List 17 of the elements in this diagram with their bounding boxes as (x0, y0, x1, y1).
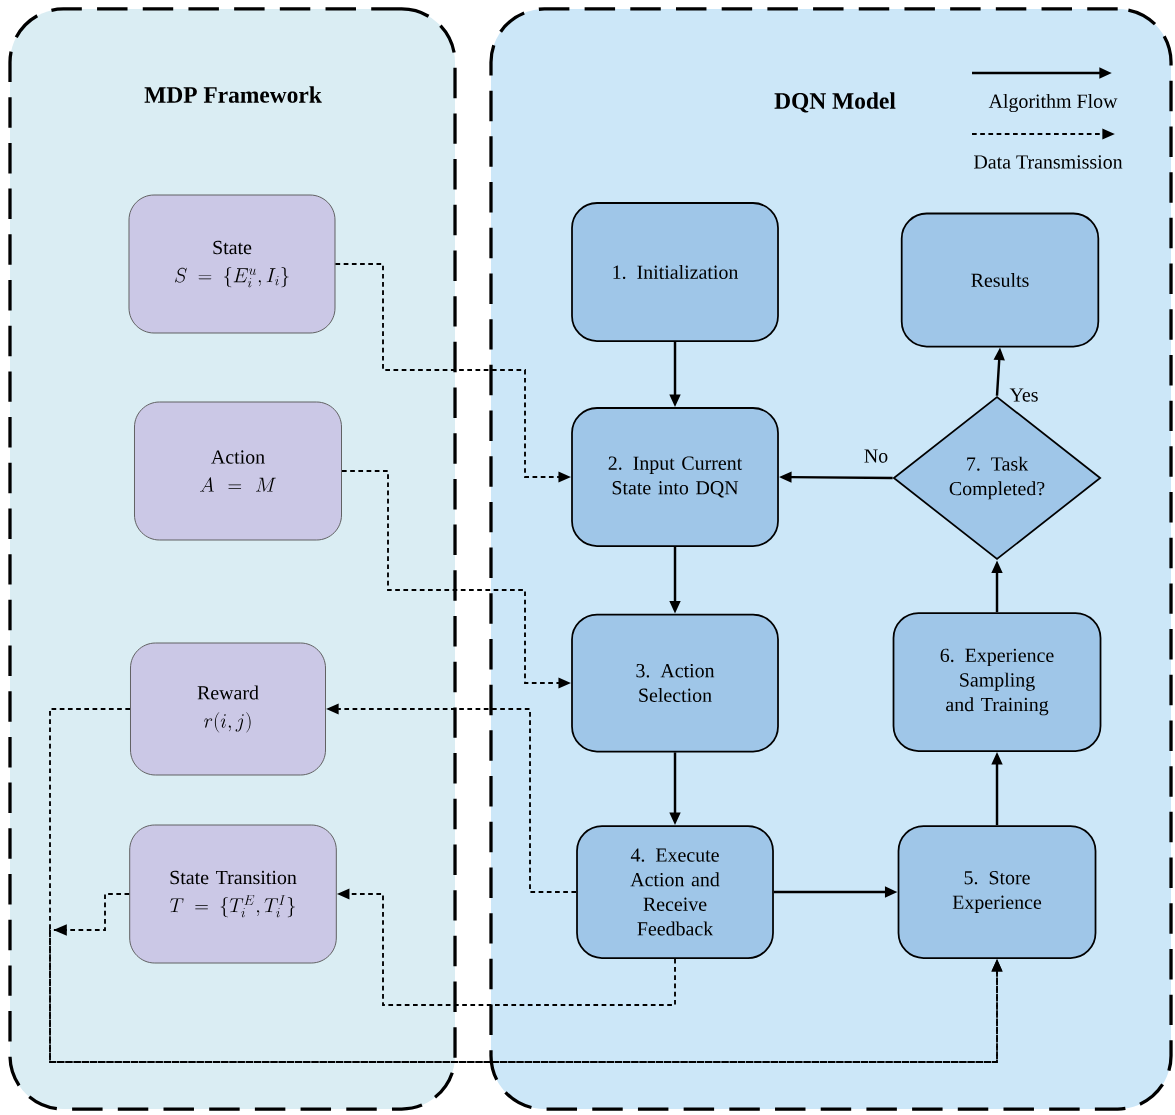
process-box: State $S=\{E_i^u, I_i\}$ (128, 194, 336, 334)
process-box: 2. Input Current State into DQN (571, 407, 779, 547)
legend-label: Algorithm Flow (988, 93, 1118, 113)
process-box: Results (900, 212, 1100, 348)
process-box: 3. Action Selection (571, 613, 779, 753)
edge-label: No (862, 448, 890, 464)
process-box: State Transition $T=\{T_i^E, T_i^I\}$ (129, 824, 337, 964)
process-box: Action $A=M$ (134, 401, 342, 541)
process-box: 6. Experience Sampling and Training (892, 612, 1102, 752)
process-box: 4. Execute Action and Receive Feedback (576, 825, 774, 959)
legend-label: Data Transmission (974, 155, 1123, 169)
panel-title: MDP Framework (144, 86, 322, 103)
process-box: Reward $r(i, j)$ (130, 642, 326, 776)
process-box: 5. Store Experience (897, 825, 1097, 959)
panel-title: DQN Model (774, 92, 896, 113)
process-box: 1. Initialization (571, 202, 779, 342)
dashed-arrow (49, 893, 1003, 1063)
